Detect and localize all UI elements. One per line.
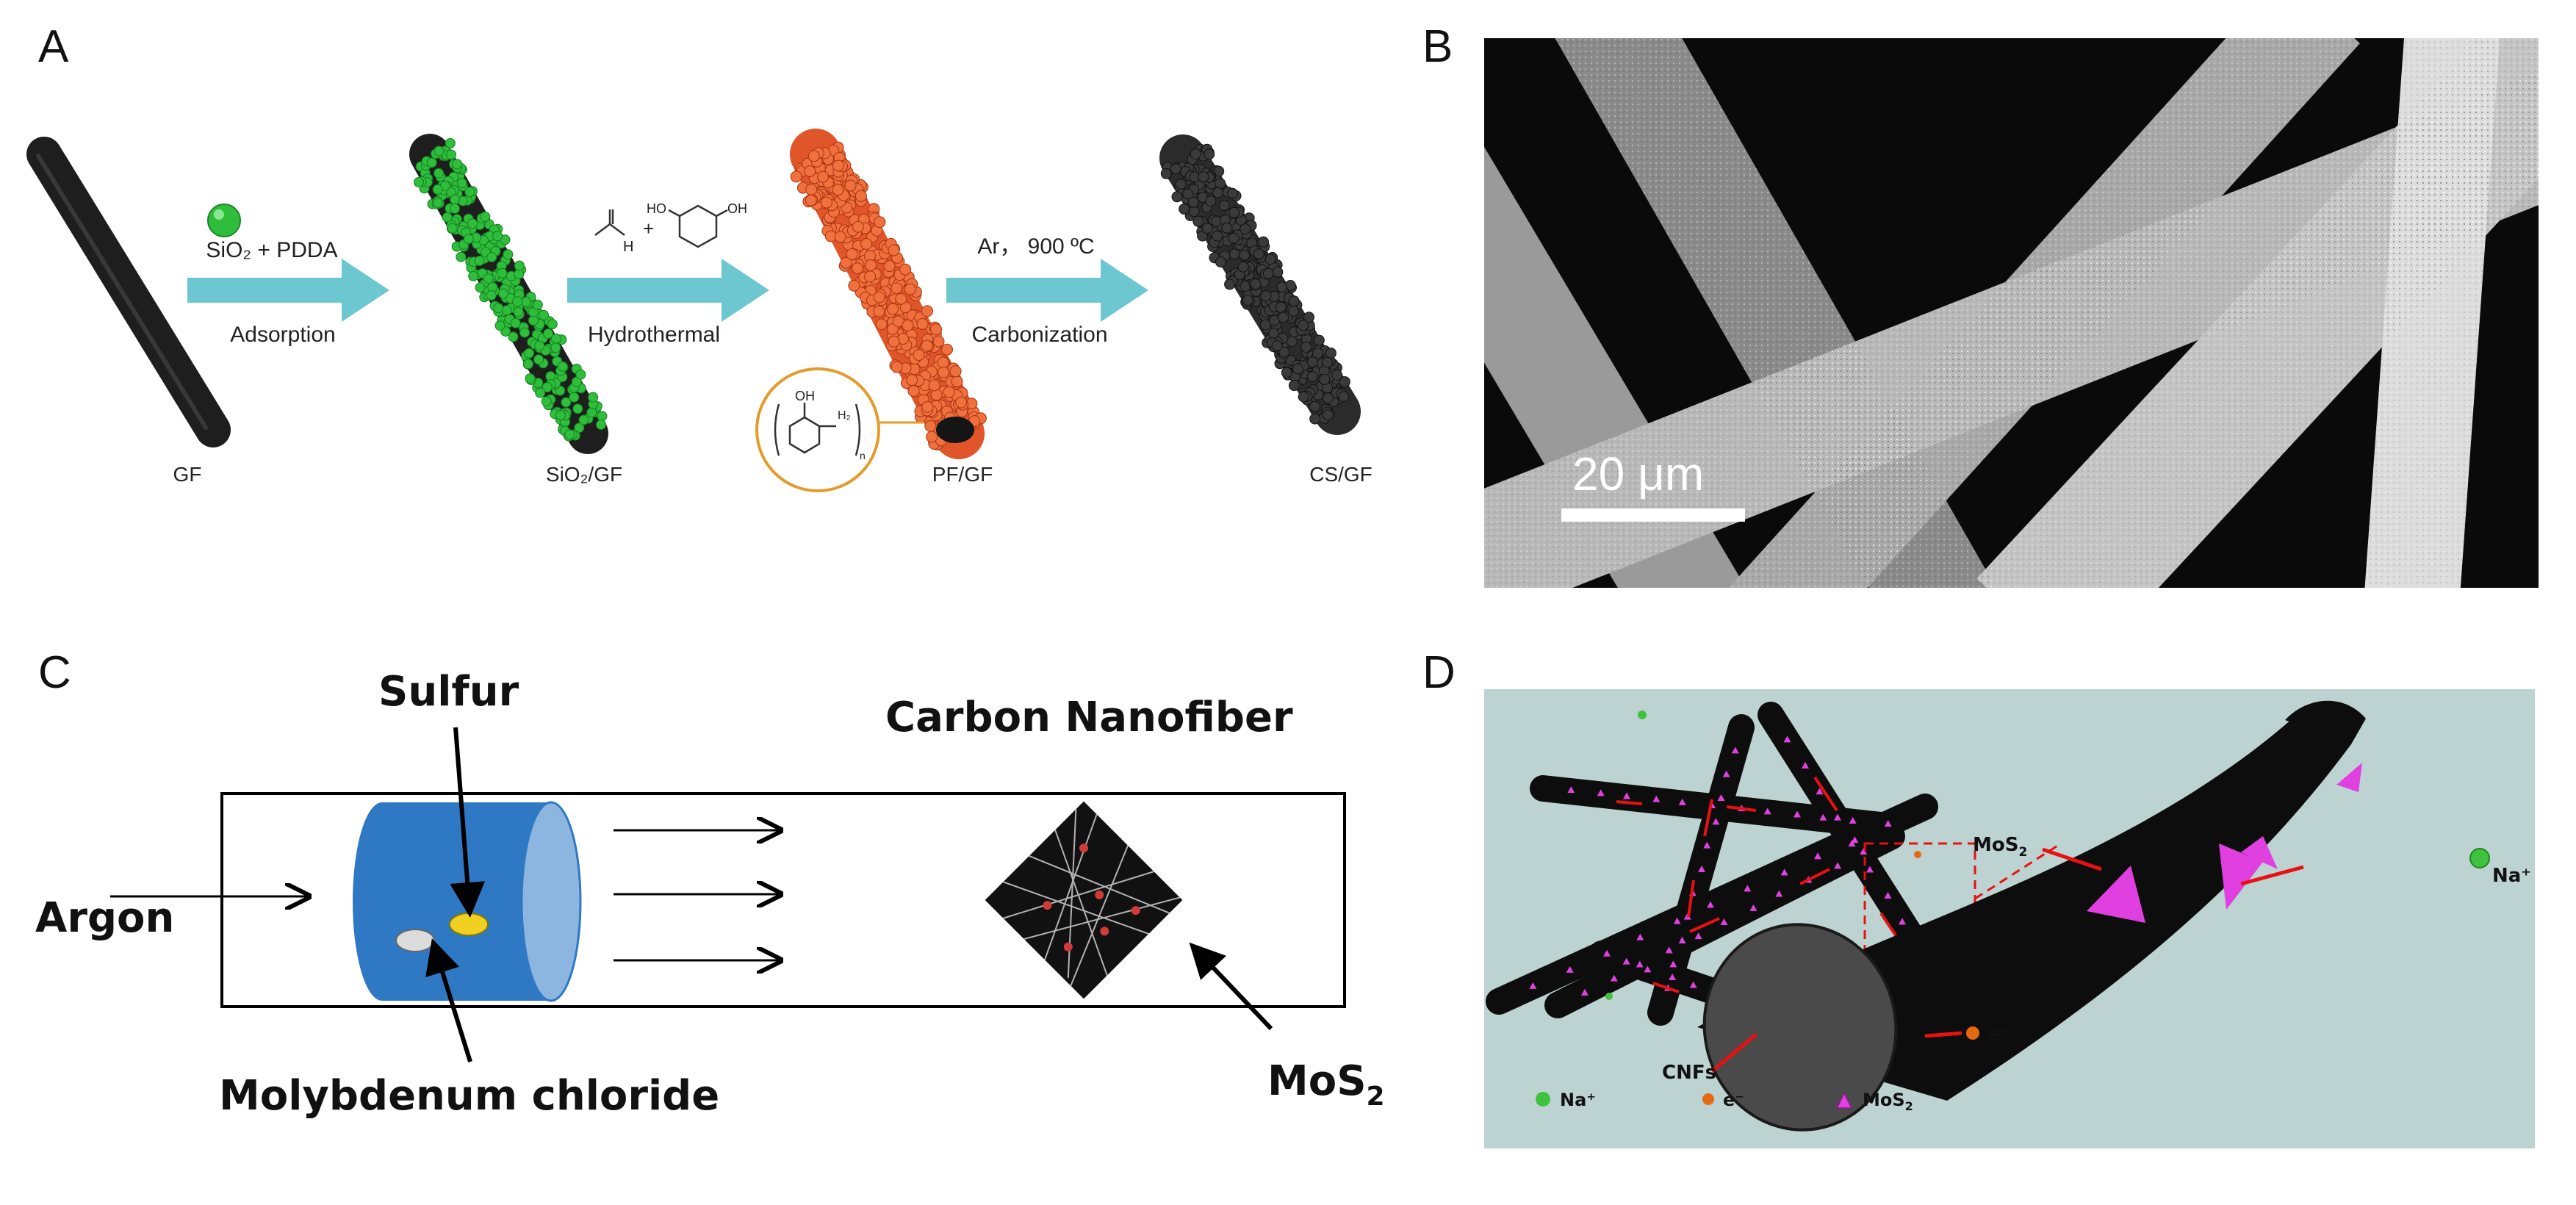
label-cs-gf: CS/GF — [1309, 463, 1372, 486]
big-cnf — [1697, 700, 2366, 1132]
legend-mos2-base: MoS — [1863, 1090, 1905, 1110]
inset-h2-label: H₂ — [838, 409, 851, 422]
legend-mos2-sub: 2 — [1905, 1099, 1913, 1113]
legend-mos2-icon — [1835, 1092, 1853, 1109]
na-ion-icon — [2469, 848, 2490, 868]
panel-c-schematic: Sulfur Argon Molybdenum chloride Carbon … — [35, 668, 1385, 1120]
label-pf-gf: PF/GF — [932, 463, 993, 486]
mos2-label-c-base: MoS — [1267, 1057, 1367, 1105]
adsorption-arrow — [187, 259, 389, 322]
mos2-label-d-base: MoS — [1973, 834, 2018, 856]
gf-fiber — [26, 137, 231, 447]
sio2-sphere-icon — [207, 204, 241, 237]
sulfur-pointer — [450, 727, 486, 918]
legend-na-icon — [1536, 1092, 1550, 1107]
mocl-pointer — [425, 938, 472, 1062]
argon-label: Argon — [35, 894, 174, 942]
molybdenum-label: Molybdenum chloride — [219, 1072, 719, 1120]
step-1-bottom-label: Adsorption — [230, 323, 335, 347]
panel-a-scheme: SiO₂ + PDDA Adsorption Hydrothermal Ar， … — [26, 129, 1372, 492]
panel-d-letter: D — [1422, 647, 1456, 698]
resorcinol-oh-left: HO — [647, 201, 666, 216]
label-sio2-gf: SiO₂/GF — [546, 463, 622, 486]
legend-na-label: Na⁺ — [1560, 1090, 1596, 1110]
hydrothermal-arrow — [567, 259, 769, 322]
scale-bar-label: 20 μm — [1572, 447, 1704, 500]
carbonization-arrow — [946, 259, 1148, 322]
step-1-top-label: SiO₂ + PDDA — [206, 238, 337, 262]
panel-d-scheme: MoS2 Na⁺ e⁻ CNFs Na⁺ e⁻ MoS2 — [1484, 689, 2535, 1148]
resorcinol-structure — [668, 204, 728, 248]
pf-gf-fiber — [790, 129, 987, 459]
panel-c-letter: C — [38, 647, 71, 698]
mocl-boat-icon — [395, 929, 435, 952]
inset-oh-label: OH — [795, 389, 815, 403]
mos2-pointer — [1189, 942, 1273, 1031]
panel-a-letter: A — [38, 21, 69, 72]
step-2-bottom-label: Hydrothermal — [588, 323, 720, 347]
cnfs-label: CNFs — [1662, 1062, 1716, 1084]
scale-bar — [1561, 508, 1745, 522]
label-gf: GF — [173, 463, 202, 486]
sulfur-boat-icon — [449, 913, 489, 936]
plus-sign: + — [643, 217, 654, 240]
sio2-gf-fiber — [409, 134, 608, 454]
mos2-label-d: MoS2 — [1973, 834, 2027, 860]
mos2-label-c-sub: 2 — [1367, 1082, 1385, 1112]
formaldehyde-h-label: H — [623, 239, 633, 255]
carbon-nanofiber-label: Carbon Nanofiber — [885, 694, 1293, 741]
sulfur-label: Sulfur — [378, 668, 519, 716]
panel-b-letter: B — [1422, 21, 1453, 72]
electron-icon — [1966, 1026, 1979, 1040]
inset-n-label: n — [860, 450, 866, 461]
pf-structure-inset — [755, 367, 924, 492]
electron-label-d: e⁻ — [1987, 1024, 2010, 1046]
furnace-cylinder — [353, 801, 582, 1002]
legend-mos2-label: MoS2 — [1863, 1090, 1913, 1113]
mos2-label-c: MoS2 — [1267, 1057, 1385, 1112]
legend-electron-label: e⁻ — [1723, 1090, 1744, 1110]
resorcinol-oh-right: OH — [727, 201, 747, 216]
panel-d-legend: Na⁺ e⁻ MoS2 — [1536, 1090, 1913, 1113]
na-label-d: Na⁺ — [2492, 865, 2531, 887]
step-3-bottom-label: Carbonization — [971, 323, 1107, 347]
mos2-label-d-sub: 2 — [2018, 845, 2027, 860]
panel-b-sem-image: 20 μm — [1484, 38, 2539, 588]
legend-electron-icon — [1702, 1093, 1714, 1105]
formaldehyde-structure — [594, 209, 625, 236]
cs-gf-fiber — [1159, 134, 1361, 435]
step-3-top-label: Ar， 900 ºC — [977, 234, 1094, 259]
